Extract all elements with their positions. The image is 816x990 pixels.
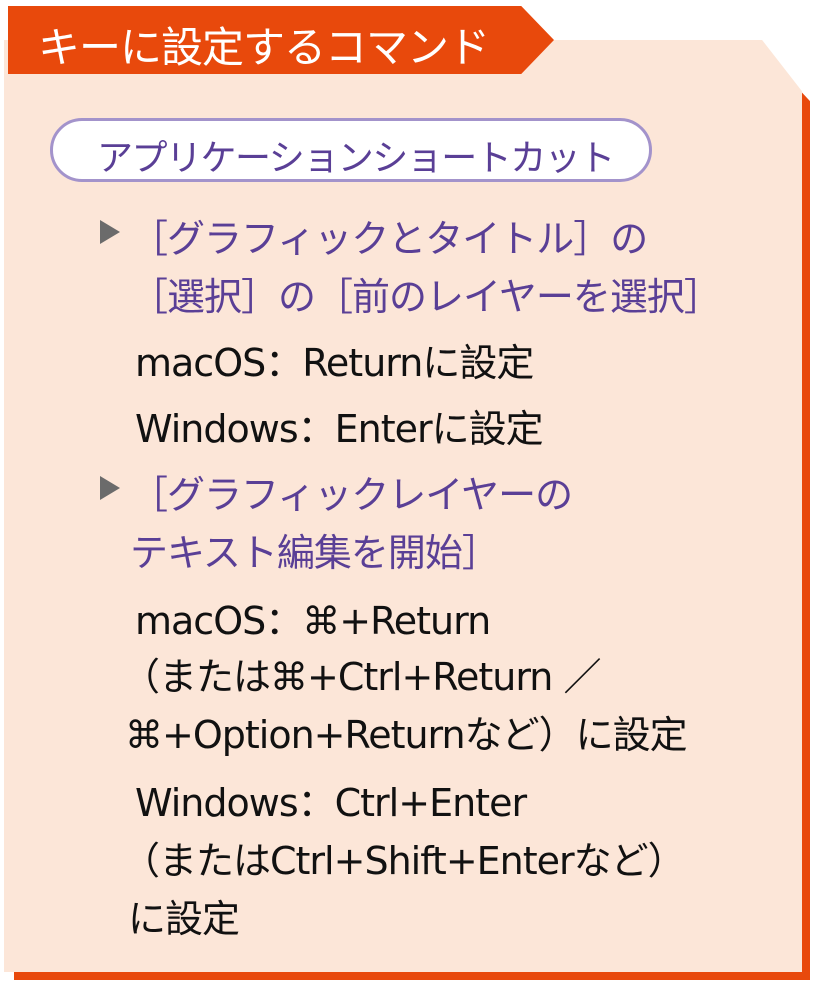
item-heading: テキスト編集を開始］ [130, 531, 500, 575]
item-line: macOS：⌘+Return [135, 599, 491, 643]
item-line: ⌘+Option+Returnなど）に設定 [125, 713, 688, 757]
item-line: （またはCtrl+Shift+Enterなど） [122, 839, 686, 883]
section-pill: アプリケーションショートカット [50, 118, 652, 182]
title: キーに設定するコマンド [38, 23, 490, 72]
panel [4, 40, 802, 972]
item-line: に設定 [128, 897, 240, 941]
section-label: アプリケーションショートカット [97, 138, 615, 179]
title-banner: キーに設定するコマンド [8, 6, 554, 74]
triangle-bullet-icon [100, 220, 120, 244]
item-line: Windows：Ctrl+Enter [135, 781, 527, 825]
item-line: macOS：Returnに設定 [135, 341, 534, 385]
item-line: Windows：Enterに設定 [135, 407, 544, 451]
triangle-bullet-icon [100, 476, 120, 500]
item-heading: ［グラフィックとタイトル］の [130, 217, 648, 261]
item-heading: ［グラフィックレイヤーの [130, 473, 573, 517]
item-heading: ［選択］の［前のレイヤーを選択］ [130, 275, 722, 319]
item-line: （または⌘+Ctrl+Return ／ [122, 655, 601, 699]
